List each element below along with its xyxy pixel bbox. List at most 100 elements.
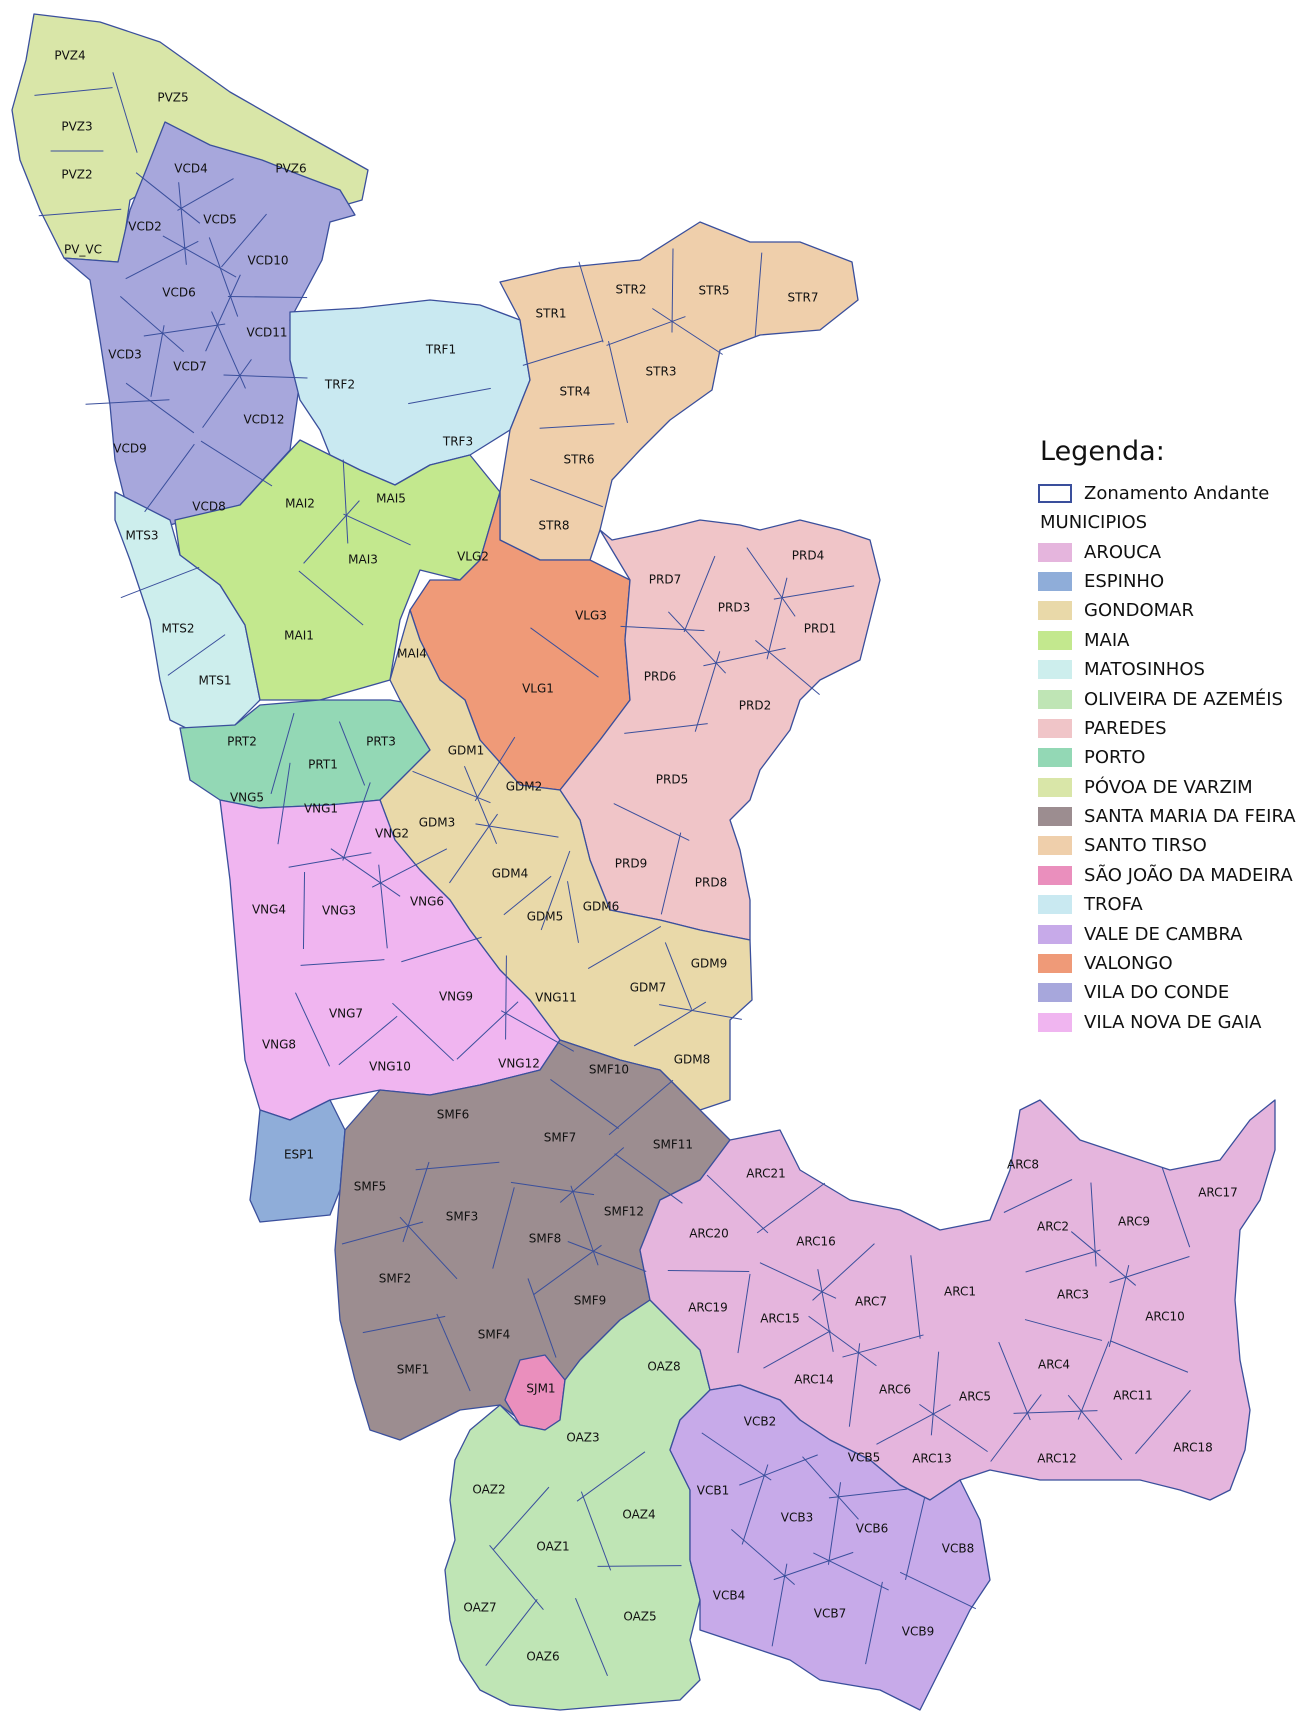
- zone-boundary: [485, 1599, 538, 1666]
- zone-label-oaz2: OAZ2: [472, 1483, 505, 1497]
- zone-boundary: [703, 647, 786, 667]
- zone-label-prt3: PRT3: [366, 735, 396, 749]
- zone-boundary: [660, 832, 682, 915]
- legend-swatch: [1038, 748, 1072, 768]
- zone-label-arc2: ARC2: [1037, 1220, 1069, 1234]
- zone-boundary: [756, 1182, 826, 1234]
- zone-label-prt2: PRT2: [227, 735, 257, 749]
- zone-boundary: [667, 1269, 750, 1273]
- legend-item-pvz: PÓVOA DE VARZIM: [1038, 773, 1314, 802]
- zone-label-smf9: SMF9: [574, 1294, 607, 1308]
- zone-label-arc21: ARC21: [746, 1167, 786, 1181]
- zone-label-prd1: PRD1: [804, 622, 836, 636]
- zone-label-trf1: TRF1: [425, 343, 456, 357]
- municipality-str: [499, 221, 859, 561]
- zone-boundary: [607, 340, 629, 424]
- zone-boundary: [300, 959, 385, 966]
- legend-item-smf: SANTA MARIA DA FEIRA: [1038, 802, 1314, 831]
- zone-label-smf4: SMF4: [478, 1328, 511, 1342]
- zone-boundary: [510, 1181, 595, 1196]
- zone-boundary: [808, 1315, 877, 1367]
- legend-label: ESPINHO: [1084, 570, 1165, 592]
- zone-boundary: [330, 848, 401, 897]
- zone-label-arc3: ARC3: [1057, 1288, 1089, 1302]
- legend-swatch: [1038, 689, 1072, 709]
- zone-label-pvz5: PVZ5: [157, 91, 188, 105]
- zone-boundary: [167, 634, 226, 676]
- zone-boundary: [392, 1002, 454, 1062]
- zone-boundary: [930, 1351, 940, 1436]
- zone-label-gdm8: GDM8: [674, 1053, 711, 1067]
- legend-item-oaz: OLIVEIRA DE AZEMÉIS: [1038, 684, 1314, 713]
- zone-label-prd7: PRD7: [649, 573, 681, 587]
- zone-label-arc12: ARC12: [1037, 1452, 1077, 1466]
- zone-boundary: [608, 1079, 674, 1136]
- zone-label-arc8: ARC8: [1007, 1158, 1039, 1172]
- legend-item-arc: AROUCA: [1038, 537, 1314, 566]
- legend-label: TROFA: [1084, 894, 1143, 916]
- zone-label-vcd6: VCD6: [162, 286, 195, 300]
- zone-label-smf2: SMF2: [379, 1272, 412, 1286]
- zone-label-trf2: TRF2: [324, 378, 355, 392]
- zone-label-vcd11: VCD11: [246, 326, 287, 340]
- zone-label-oaz5: OAZ5: [623, 1610, 656, 1624]
- zone-boundary: [1024, 1319, 1103, 1341]
- zone-label-vcb1: VCB1: [697, 1484, 729, 1498]
- zone-label-str3: STR3: [646, 365, 677, 379]
- zone-label-vng12: VNG12: [498, 1057, 540, 1071]
- zone-boundary: [904, 1497, 926, 1581]
- zone-label-arc17: ARC17: [1198, 1186, 1238, 1200]
- zone-label-mai5: MAI5: [376, 492, 406, 506]
- zone-boundary: [899, 1571, 977, 1610]
- zone-boundary: [741, 1464, 769, 1545]
- zone-label-oaz7: OAZ7: [463, 1601, 496, 1615]
- zone-label-pvz3: PVZ3: [61, 120, 92, 134]
- zone-label-vlg2: VLG2: [457, 550, 489, 564]
- legend-item-vcb: VALE DE CAMBRA: [1038, 919, 1314, 948]
- zone-label-arc10: ARC10: [1145, 1310, 1185, 1324]
- zone-boundary: [773, 585, 855, 600]
- zone-label-str4: STR4: [560, 385, 591, 399]
- zone-boundary: [530, 627, 599, 678]
- municipality-prd: [559, 519, 881, 941]
- zone-boundary: [597, 1565, 682, 1567]
- zone-boundary: [500, 1010, 575, 1052]
- zone-boundary: [567, 881, 579, 943]
- legend-label: PORTO: [1084, 747, 1146, 769]
- zone-label-vcb4: VCB4: [713, 1589, 745, 1603]
- zone-label-vlg3: VLG3: [575, 609, 607, 623]
- zone-boundary: [221, 213, 267, 268]
- zone-boundary: [277, 762, 291, 845]
- legend-label: VILA DO CONDE: [1084, 982, 1230, 1004]
- zone-label-oaz6: OAZ6: [526, 1650, 559, 1664]
- zone-label-vcd5: VCD5: [203, 213, 236, 227]
- zone-boundary: [652, 308, 723, 355]
- zone-label-gdm9: GDM9: [691, 957, 728, 971]
- zone-label-arc7: ARC7: [855, 1295, 887, 1309]
- zone-boundary: [125, 382, 195, 434]
- zone-boundary: [362, 1315, 446, 1334]
- zone-boundary: [773, 1551, 854, 1581]
- zone-boundary: [701, 1432, 772, 1481]
- map-legend: Legenda: Zonamento Andante MUNICIPIOS AR…: [1038, 436, 1314, 1037]
- zone-boundary: [848, 1343, 861, 1427]
- zone-label-gdm1: GDM1: [448, 744, 485, 758]
- zone-label-arc18: ARC18: [1173, 1441, 1213, 1455]
- zone-label-pvz2: PVZ2: [61, 168, 92, 182]
- zone-label-pvz4: PVZ4: [54, 49, 85, 63]
- zone-label-esp1: ESP1: [284, 1148, 314, 1162]
- zone-boundary: [570, 1185, 599, 1266]
- zone-boundary: [341, 1221, 424, 1245]
- zone-boundary: [303, 500, 360, 564]
- zone-boundary: [683, 555, 716, 633]
- zone-label-arc16: ARC16: [796, 1235, 836, 1249]
- zone-label-vng5: VNG5: [230, 791, 264, 805]
- legend-label: PAREDES: [1084, 717, 1167, 739]
- zone-boundary: [338, 1015, 398, 1066]
- zone-label-str8: STR8: [539, 519, 570, 533]
- municipality-esp: [249, 1099, 346, 1223]
- zone-label-vcd12: VCD12: [243, 413, 284, 427]
- zone-label-smf8: SMF8: [529, 1232, 562, 1246]
- legend-item-sjm: SÃO JOÃO DA MADEIRA: [1038, 861, 1314, 890]
- zone-boundary: [763, 1330, 831, 1369]
